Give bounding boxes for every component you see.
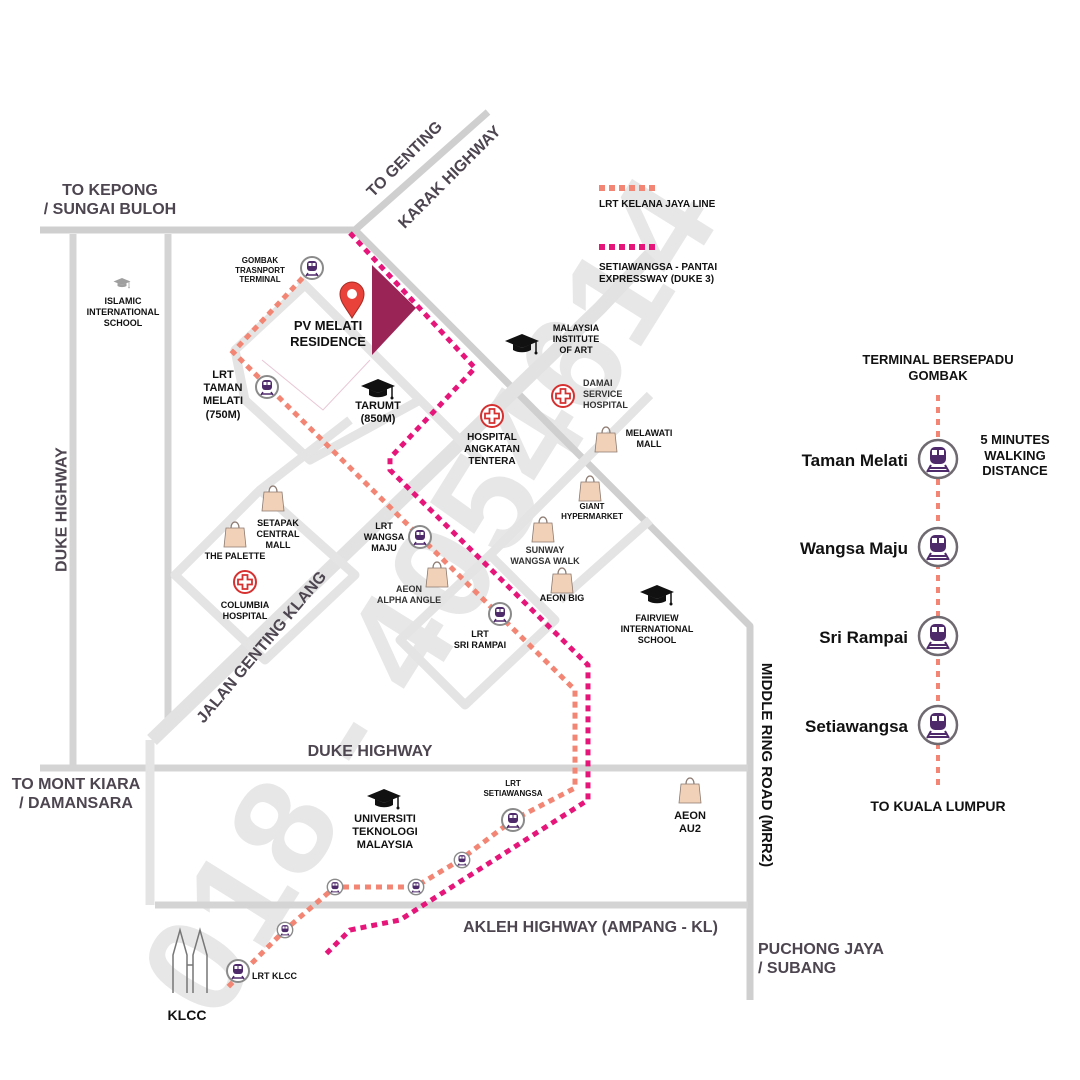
road-grid-2 [170,416,360,665]
label-to-mont-kiara: TO MONT KIARA / DAMANSARA [11,776,141,813]
poi-the-palette: THE PALETTE [204,551,266,561]
poi-setapak-central: SETAPAK CENTRAL MALL [256,518,300,550]
road-grid-1 [230,276,484,465]
poi-tarumt: TARUMT (850M) [355,400,401,426]
station-minor-icon [326,878,344,896]
station-minor-icon [453,851,471,869]
hospital-angkatan-icon [480,404,504,428]
label-duke-highway-horizontal: DUKE HIGHWAY [307,743,433,760]
label-akleh-highway: AKLEH HIGHWAY (AMPANG - KL) [463,919,718,936]
poi-malaysia-institute-art: MALAYSIA INSTITUTE OF ART [552,323,600,355]
station-minor-icon [276,921,294,939]
diagram-station-setiawangsa: Setiawangsa [805,717,908,736]
station-wangsa-maju-icon [408,525,432,549]
poi-lrt-setiawangsa: LRT SETIAWANGSA [483,779,543,798]
duke3-expressway-line [323,231,591,957]
poi-hospital-angkatan: HOSPITAL ANGKATAN TENTERA [464,432,520,467]
site-plot [372,265,416,355]
station-gombak-icon [300,256,324,280]
poi-gombak-terminal: GOMBAK TRASNPORT TERMINAL [235,256,285,285]
aeon-big-bag-icon [550,567,574,594]
poi-lrt-wangsa-maju: LRT WANGSA MAJU [363,521,405,553]
diagram-station-sri-rampai-icon [917,615,959,657]
diagram-station-wangsa-maju-icon [917,526,959,568]
islamic-school-cap-icon [113,277,131,289]
station-klcc-icon [226,959,250,983]
legend-lrt-label: LRT KELANA JAYA LINE [599,199,716,210]
fairview-cap-icon [639,584,675,607]
station-setiawangsa-icon [501,808,525,832]
klcc-towers-icon [172,927,208,993]
diagram-station-setiawangsa-icon [917,704,959,746]
legend-duke3-label: SETIAWANGSA - PANTAI EXPRESSWAY (DUKE 3) [599,262,718,285]
roads [40,109,754,1000]
poi-columbia-hospital: COLUMBIA HOSPITAL [220,600,270,621]
station-minor-icon [407,878,425,896]
diagram-station-wangsa-maju: Wangsa Maju [800,539,908,558]
lrt-kelana-jaya-line [223,268,578,992]
poi-aeon-au2: AEON AU2 [674,810,706,836]
poi-aeon-alpha-angle: AEON ALPHA ANGLE [376,584,442,605]
poi-islamic-school: ISLAMIC INTERNATIONAL SCHOOL [86,296,160,328]
poi-giant: GIANT HYPERMARKET [561,502,623,521]
poi-lrt-klcc: LRT KLCC [252,971,297,981]
poi-utm: UNIVERSITI TEKNOLOGI MALAYSIA [352,813,418,852]
station-taman-melati-icon [255,375,279,399]
diagram-walking-note: 5 MINUTES WALKING DISTANCE [980,432,1050,479]
poi-damai-hospital: DAMAI SERVICE HOSPITAL [583,378,628,410]
poi-lrt-sri-rampai: LRT SRI RAMPAI [453,629,507,650]
label-to-kepong: TO KEPONG / SUNGAI BULOH [43,182,177,219]
poi-aeon-big: AEON BIG [539,593,585,603]
label-mrr2: MIDDLE RING ROAD (MRR2) [758,662,775,868]
damai-hospital-icon [551,384,575,408]
label-duke-highway-vertical: DUKE HIGHWAY [53,447,71,572]
poi-fairview-school: FAIRVIEW INTERNATIONAL SCHOOL [620,613,694,645]
station-sri-rampai-icon [488,602,512,626]
tarumt-cap-icon [360,378,396,401]
label-puchong-jaya: PUCHONG JAYA / SUBANG [758,941,884,978]
diagram-station-sri-rampai: Sri Rampai [819,628,908,647]
diagram-to-kuala-lumpur: TO KUALA LUMPUR [870,798,1006,814]
poi-klcc: KLCC [167,1007,207,1023]
diagram-station-taman-melati-icon [917,438,959,480]
site-name: PV MELATI RESIDENCE [290,318,366,349]
site-outline [261,359,371,411]
road-top [40,109,754,1000]
road-jalan-genting-klang [147,250,656,746]
columbia-hospital-icon [233,570,257,594]
road-grid-4 [145,516,653,905]
poi-sunway-wangsa-walk: SUNWAY WANGSA WALK [510,545,580,566]
poi-melawati-mall: MELAWATI MALL [625,428,673,449]
diagram-station-taman-melati: Taman Melati [801,451,908,470]
map-pin-icon [339,281,365,319]
aeon-au2-bag-icon [678,777,702,804]
poi-lrt-taman-melati: LRT TAMAN MELATI (750M) [202,369,244,421]
road-grid-3 [395,391,654,710]
diagram-top-terminal: TERMINAL BERSEPADU GOMBAK [862,352,1014,383]
